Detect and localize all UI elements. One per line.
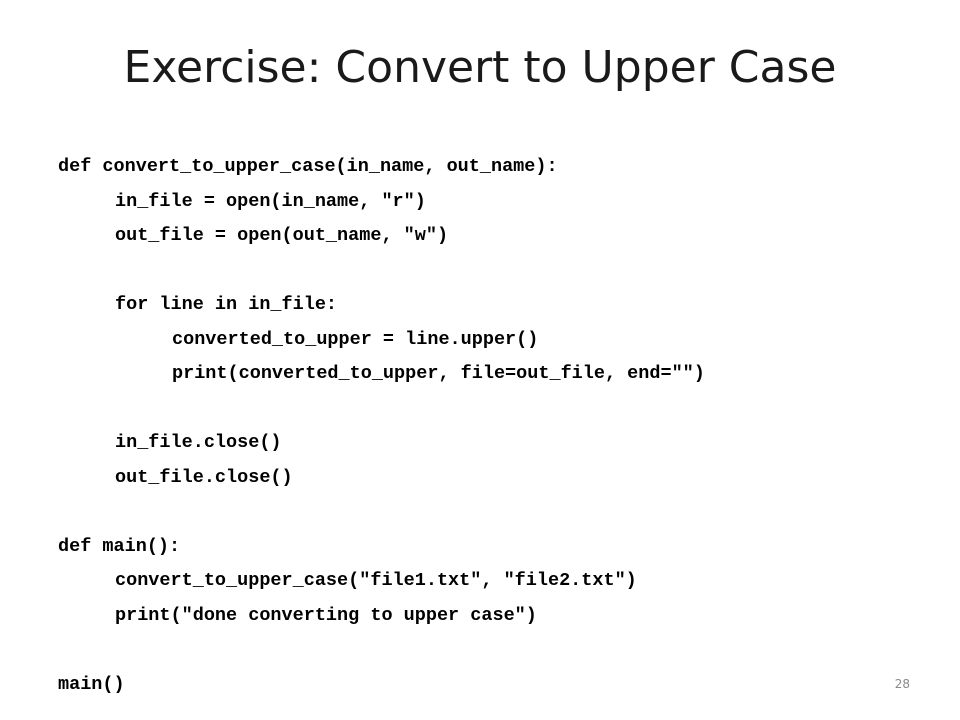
code-line-call-convert: convert_to_upper_case("file1.txt", "file…	[115, 570, 637, 591]
code-line-print-done: print("done converting to upper case")	[115, 604, 537, 626]
slide-title: Exercise: Convert to Upper Case	[123, 42, 837, 93]
code-line-open-out: out_file = open(out_name, "w")	[115, 225, 449, 246]
page-number: 28	[894, 677, 910, 691]
code-line-for-loop: for line in in_file:	[115, 294, 338, 315]
code-block: def convert_to_upper_case(in_name, out_n…	[58, 150, 705, 702]
code-line-print-converted: print(converted_to_upper, file=out_file,…	[172, 363, 705, 384]
code-line-close-in: in_file.close()	[115, 432, 282, 453]
code-line-close-out: out_file.close()	[115, 466, 293, 488]
code-line-open-in: in_file = open(in_name, "r")	[115, 190, 426, 212]
code-line-def-main: def main():	[58, 535, 181, 557]
code-line-blank	[58, 495, 705, 530]
code-line-blank	[58, 633, 705, 668]
code-line-def-convert: def convert_to_upper_case(in_name, out_n…	[58, 156, 558, 177]
code-line-blank	[58, 392, 705, 427]
code-line-blank	[58, 254, 705, 289]
code-line-call-main: main()	[58, 673, 125, 695]
code-line-upper: converted_to_upper = line.upper()	[172, 328, 539, 350]
